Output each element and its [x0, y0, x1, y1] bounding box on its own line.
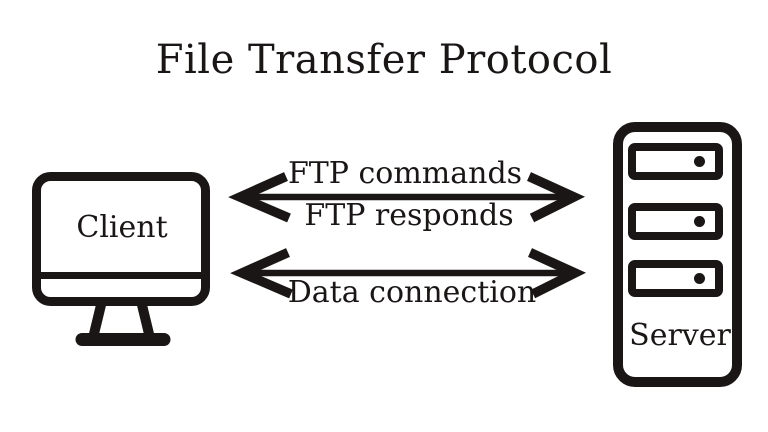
drive-bay-2-led — [694, 216, 705, 227]
data-channel-arrow — [230, 248, 587, 299]
monitor-screen — [32, 172, 210, 306]
arrow-head-left — [228, 172, 291, 223]
client-monitor-icon — [32, 172, 210, 346]
drive-bay-3 — [628, 260, 723, 297]
drive-bay-1-led — [694, 156, 705, 167]
drive-bay-3-led — [694, 273, 705, 284]
monitor-stand-right-leg — [137, 303, 155, 340]
server-rack-icon — [613, 122, 742, 387]
ftp-responds-label: FTP responds — [304, 198, 514, 233]
monitor-stand-left-leg — [88, 303, 106, 340]
client-label: Client — [76, 210, 168, 245]
server-tower-body — [613, 122, 742, 387]
drive-bay-1 — [628, 143, 723, 180]
diagram-title: File Transfer Protocol — [155, 37, 613, 83]
arrow-head-right — [528, 248, 587, 299]
command-channel-arrow — [228, 172, 586, 223]
ftp-commands-label: FTP commands — [287, 156, 523, 191]
data-connection-label: Data connection — [287, 275, 537, 310]
arrow-head-left — [230, 248, 293, 299]
drive-bay-2 — [628, 203, 723, 240]
arrow-head-right — [527, 172, 586, 223]
server-label: Server — [629, 318, 731, 353]
